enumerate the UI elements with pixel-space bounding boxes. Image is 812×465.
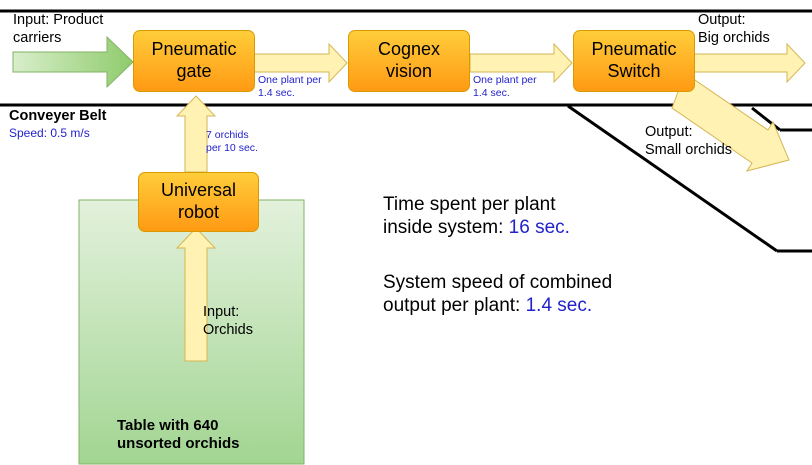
time-per-plant-label: Time spent per plant inside system:	[383, 194, 556, 239]
system-speed-stat: System speed of combined output per plan…	[383, 271, 612, 317]
conveyor-belt-label: Conveyer Belt	[9, 108, 107, 124]
system-speed-value: 1.4 sec.	[525, 295, 593, 317]
system-speed-label: System speed of combined output per plan…	[383, 272, 613, 317]
conveyor-speed-label: Speed: 0.5 m/s	[9, 126, 90, 140]
input-carriers-arrow	[12, 35, 134, 89]
vision-to-switch-rate: One plant per 1.4 sec.	[473, 74, 537, 99]
big-orchids-output-label: Output: Big orchids	[698, 12, 770, 46]
diverter-line	[567, 104, 778, 253]
vision-to-switch-arrow	[469, 42, 573, 84]
pneumatic-gate-box: Pneumatic gate	[133, 30, 255, 92]
table-label: Table with 640 unsorted orchids	[117, 417, 240, 453]
cognex-vision-box: Cognex vision	[348, 30, 470, 92]
small-orchids-output-arrow	[671, 75, 790, 172]
pneumatic-switch-box: Pneumatic Switch	[573, 30, 695, 92]
robot-to-gate-rate: 7 orchids per 10 sec.	[206, 129, 258, 154]
robot-to-gate-arrow	[175, 95, 217, 173]
universal-robot-box: Universal robot	[138, 172, 259, 232]
orchids-input-label: Input: Orchids	[203, 304, 253, 338]
gate-to-vision-rate: One plant per 1.4 sec.	[258, 74, 322, 99]
orchids-input-arrow	[175, 227, 217, 362]
input-carriers-label: Input: Product carriers	[13, 12, 104, 46]
time-per-plant-stat: Time spent per plant inside system: 16 s…	[383, 193, 570, 239]
big-orchids-output-arrow	[692, 42, 806, 84]
small-orchids-output-label: Output: Small orchids	[645, 124, 733, 158]
time-per-plant-value: 16 sec.	[508, 217, 570, 239]
gate-to-vision-arrow	[253, 42, 348, 84]
